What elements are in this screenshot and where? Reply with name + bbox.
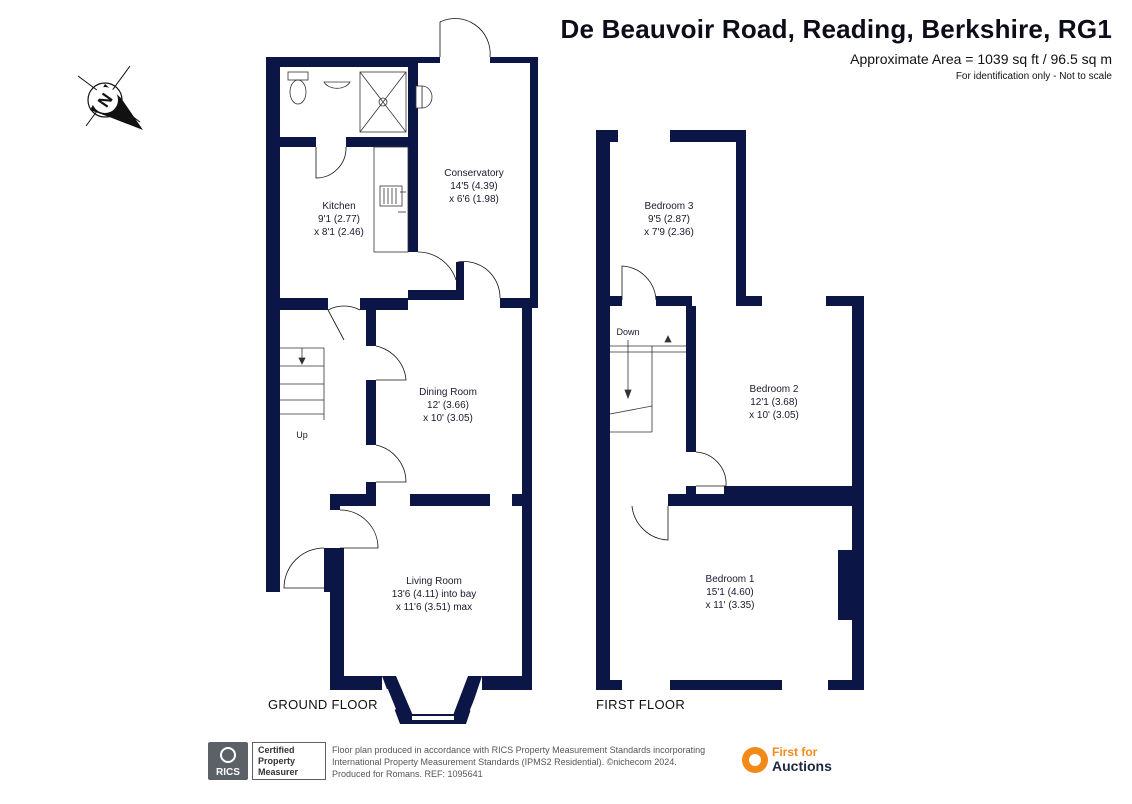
- approximate-area: Approximate Area = 1039 sq ft / 96.5 sq …: [850, 51, 1112, 67]
- bedroom3-dim2: x 7'9 (2.36): [644, 227, 694, 238]
- rics-crest-icon: [220, 747, 236, 763]
- bedroom1-name: Bedroom 1: [706, 574, 755, 585]
- disclaimer: For identification only - Not to scale: [955, 71, 1112, 82]
- kitchen-dim2: x 8'1 (2.46): [314, 227, 364, 238]
- first-floor-doors: [621, 265, 727, 541]
- brand-line-2: Auctions: [772, 758, 832, 774]
- brand-mark-icon: [742, 747, 768, 773]
- bedroom3-name: Bedroom 3: [645, 201, 694, 212]
- conservatory-dim2: x 6'6 (1.98): [449, 194, 499, 205]
- bedroom2-dim1: 12'1 (3.68): [750, 397, 798, 408]
- living-dim1: 13'6 (4.11) into bay: [392, 589, 477, 600]
- ground-floor-walls: [266, 57, 538, 724]
- rics-logo: RICS: [208, 742, 248, 780]
- property-title: De Beauvoir Road, Reading, Berkshire, RG…: [560, 14, 1112, 44]
- ground-floor-doors: [283, 18, 501, 589]
- rics-abbr: RICS: [216, 767, 240, 778]
- living-dim2: x 11'6 (3.51) max: [396, 602, 472, 613]
- footer-line-3: Produced for Romans. REF: 1095641: [332, 769, 483, 779]
- header: De Beauvoir Road, Reading, Berkshire, RG…: [561, 14, 1112, 82]
- footer-line-2: International Property Measurement Stand…: [332, 757, 677, 767]
- bedroom1-dim2: x 11' (3.35): [706, 600, 755, 611]
- ground-floor-label: GROUND FLOOR: [268, 697, 378, 712]
- rics-badge: RICS Certified Property Measurer: [208, 742, 326, 780]
- first-floor-label: FIRST FLOOR: [596, 697, 686, 712]
- footer-notes: Floor plan produced in accordance with R…: [332, 744, 732, 780]
- first-floor-stairs: [609, 335, 686, 433]
- room-labels: Conservatory 14'5 (4.39) x 6'6 (1.98) Ki…: [296, 168, 799, 613]
- certified-measurer: Certified Property Measurer: [252, 742, 326, 780]
- stairs-up-label: Up: [296, 430, 308, 440]
- stairs-down-label: Down: [616, 327, 639, 337]
- dining-dim2: x 10' (3.05): [423, 413, 473, 424]
- dining-dim1: 12' (3.66): [427, 400, 469, 411]
- bay-window: [412, 716, 454, 720]
- brand-line-1: First for: [772, 745, 818, 759]
- cert-line-2: Property: [258, 756, 296, 766]
- bedroom1-dim1: 15'1 (4.60): [706, 587, 754, 598]
- compass-icon: N: [77, 65, 143, 130]
- footer-line-1: Floor plan produced in accordance with R…: [332, 745, 706, 755]
- bedroom3-dim1: 9'5 (2.87): [648, 214, 690, 225]
- bedroom2-name: Bedroom 2: [750, 384, 799, 395]
- conservatory-name: Conservatory: [444, 168, 503, 179]
- ground-stairs: [280, 347, 325, 420]
- kitchen-name: Kitchen: [322, 201, 355, 212]
- dining-name: Dining Room: [419, 387, 477, 398]
- bathroom-fixtures: [287, 71, 433, 133]
- living-name: Living Room: [406, 576, 462, 587]
- cert-line-3: Measurer: [258, 767, 299, 777]
- first-floor-walls: [596, 130, 864, 690]
- kitchen-dim1: 9'1 (2.77): [318, 214, 360, 225]
- cert-line-1: Certified: [258, 745, 295, 755]
- bedroom2-dim2: x 10' (3.05): [749, 410, 799, 421]
- conservatory-dim1: 14'5 (4.39): [450, 181, 498, 192]
- kitchen-units: [373, 146, 409, 253]
